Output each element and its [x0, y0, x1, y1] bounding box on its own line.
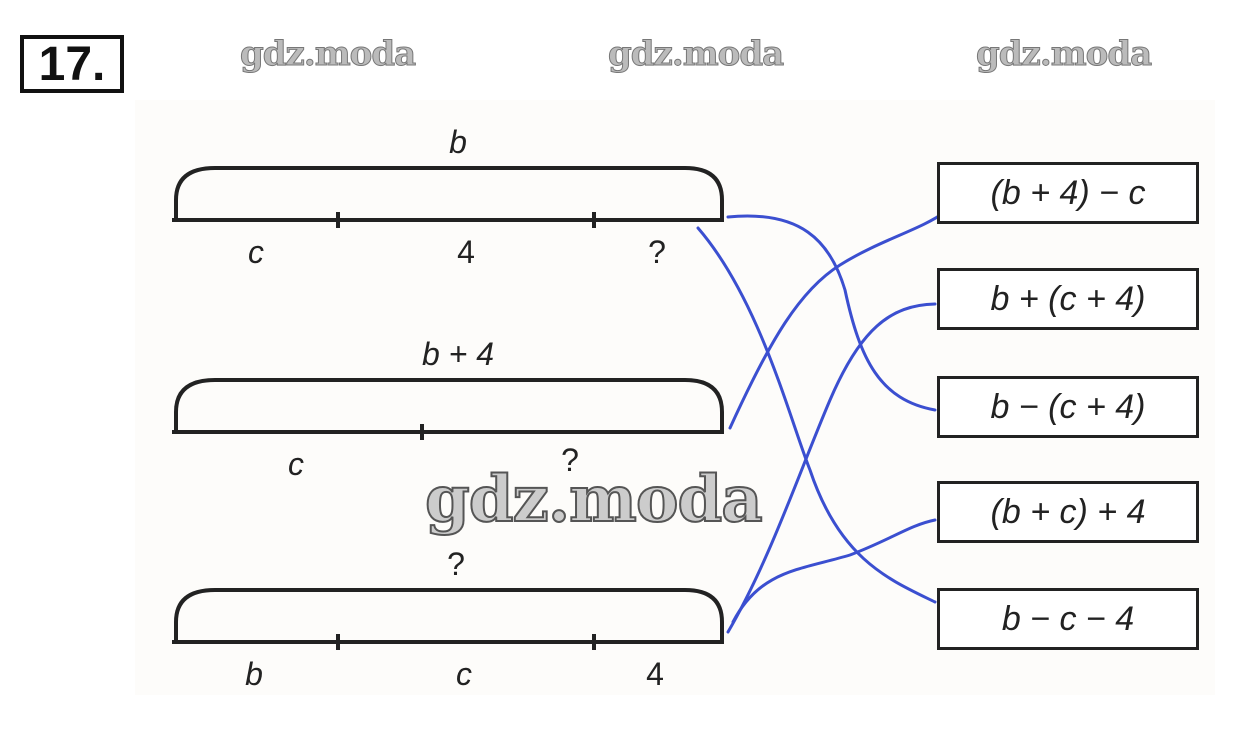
expression-box-2: b + (c + 4): [937, 268, 1199, 330]
brace-3: [174, 588, 724, 642]
connection-line: [728, 210, 947, 430]
diagram-3-segment: c: [456, 656, 472, 692]
expression-box-3: b − (c + 4): [937, 376, 1199, 438]
diagram-2-top-label: b + 4: [421, 336, 495, 372]
diagram-2-segment: ?: [561, 442, 579, 478]
diagram-3-segment: 4: [646, 656, 664, 692]
watermark: gdz.moda: [239, 34, 416, 75]
watermark: gdz.moda: [975, 34, 1152, 75]
connection-line: [726, 302, 937, 634]
diagram-1-segment: ?: [648, 234, 666, 270]
exercise-number: 17.: [20, 35, 124, 93]
diagram-1-segment: c: [248, 234, 264, 270]
brace-2: [174, 378, 724, 432]
diagram-1-segment: 4: [457, 234, 475, 270]
expression-box-4: (b + c) + 4: [937, 481, 1199, 543]
watermark: gdz.moda: [607, 34, 784, 75]
watermark: gdz.moda: [424, 461, 764, 538]
diagram-3-segment: b: [245, 656, 263, 692]
diagram-1-top-label: b: [449, 124, 467, 160]
connection-line: [696, 226, 937, 604]
brace-1: [174, 166, 724, 220]
expression-box-1: (b + 4) − c: [937, 162, 1199, 224]
expression-box-5: b − c − 4: [937, 588, 1199, 650]
connection-line: [726, 214, 937, 412]
diagram-3-top-label: ?: [447, 546, 465, 582]
connection-line: [731, 518, 937, 624]
diagram-2-segment: c: [288, 446, 304, 482]
